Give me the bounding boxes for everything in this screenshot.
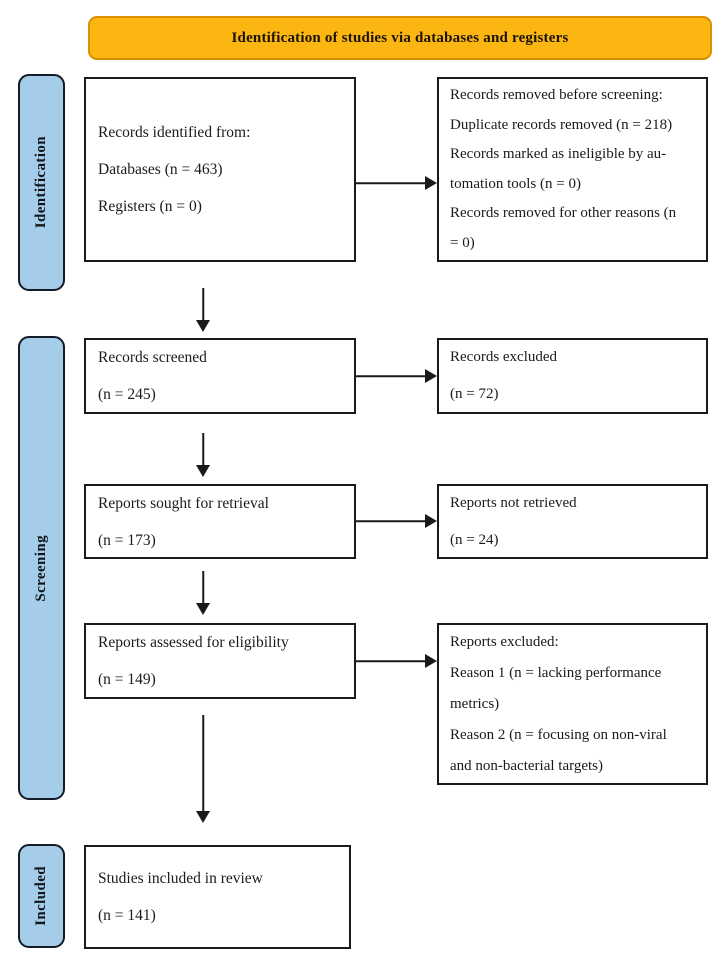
arrow-shaft bbox=[356, 660, 426, 662]
diagram-header-banner: Identification of studies via databases … bbox=[88, 16, 712, 60]
arrow-shaft bbox=[356, 182, 426, 184]
arrow-shaft bbox=[202, 433, 204, 466]
box-line: (n = 149) bbox=[98, 671, 156, 688]
box-line: (n = 141) bbox=[98, 907, 156, 924]
stage-identification-label: Identification bbox=[33, 136, 49, 229]
stage-screening: Screening bbox=[18, 336, 65, 800]
stage-identification: Identification bbox=[18, 74, 65, 291]
box-line: Registers (n = 0) bbox=[98, 198, 202, 215]
box-records-removed: Records removed before screening: Duplic… bbox=[437, 77, 708, 262]
box-line: (n = 173) bbox=[98, 531, 156, 549]
diagram-title: Identification of studies via databases … bbox=[231, 29, 569, 46]
box-line: Records removed before screening: bbox=[450, 87, 663, 103]
box-reports-excluded: Reports excluded: Reason 1 (n = lacking … bbox=[437, 623, 708, 785]
box-studies-included: Studies included in review (n = 141) bbox=[84, 845, 351, 949]
box-line: = 0) bbox=[450, 234, 475, 251]
arrow-shaft bbox=[356, 375, 426, 377]
box-reports-assessed: Reports assessed for eligibility (n = 14… bbox=[84, 623, 356, 699]
box-line: Reports excluded: bbox=[450, 633, 559, 650]
box-line: and non-bacterial targets) bbox=[450, 757, 603, 774]
box-line: Reason 1 (n = lacking performance bbox=[450, 664, 662, 681]
stage-included: Included bbox=[18, 844, 65, 948]
box-line: tomation tools (n = 0) bbox=[450, 175, 581, 192]
arrow-right-icon bbox=[425, 514, 437, 528]
arrow-down-icon bbox=[196, 603, 210, 615]
stage-included-label: Included bbox=[33, 866, 49, 926]
arrow-down-icon bbox=[196, 465, 210, 477]
arrow-shaft bbox=[202, 288, 204, 321]
box-line: Databases (n = 463) bbox=[98, 161, 223, 178]
arrow-assessed-to-reports-excluded bbox=[356, 654, 437, 668]
box-line: (n = 72) bbox=[450, 386, 499, 402]
box-line: (n = 24) bbox=[450, 531, 499, 548]
arrow-down-icon bbox=[196, 811, 210, 823]
box-line: Records marked as ineligible by au- bbox=[450, 146, 667, 162]
arrow-screened-to-excluded bbox=[356, 369, 437, 383]
box-line: Records identified from: bbox=[98, 124, 251, 141]
arrow-identified-to-screened bbox=[196, 288, 210, 332]
arrow-shaft bbox=[202, 571, 204, 604]
arrow-down-icon bbox=[196, 320, 210, 332]
box-line: Records removed for other reasons (n bbox=[450, 205, 677, 221]
box-line: Records screened bbox=[98, 349, 207, 366]
box-line: Reports sought for retrieval bbox=[98, 494, 269, 512]
box-line: (n = 245) bbox=[98, 386, 156, 403]
box-line: metrics) bbox=[450, 695, 500, 712]
arrow-screened-to-sought bbox=[196, 433, 210, 477]
box-records-identified: Records identified from: Databases (n = … bbox=[84, 77, 356, 262]
box-line: Reason 2 (n = focusing on non-viral bbox=[450, 726, 667, 743]
arrow-sought-to-assessed bbox=[196, 571, 210, 615]
box-records-screened: Records screened (n = 245) bbox=[84, 338, 356, 414]
arrow-right-icon bbox=[425, 654, 437, 668]
arrow-identified-to-removed bbox=[356, 176, 437, 190]
box-reports-sought: Reports sought for retrieval (n = 173) bbox=[84, 484, 356, 559]
box-line: Studies included in review bbox=[98, 870, 263, 887]
box-line: Reports not retrieved bbox=[450, 494, 577, 511]
arrow-right-icon bbox=[425, 369, 437, 383]
stage-screening-label: Screening bbox=[33, 534, 49, 602]
box-records-excluded: Records excluded (n = 72) bbox=[437, 338, 708, 414]
arrow-sought-to-not-retrieved bbox=[356, 514, 437, 528]
arrow-shaft bbox=[202, 715, 204, 812]
box-line: Duplicate records removed (n = 218) bbox=[450, 116, 673, 133]
arrow-shaft bbox=[356, 520, 426, 522]
box-line: Reports assessed for eligibility bbox=[98, 634, 289, 651]
box-line: Records excluded bbox=[450, 349, 558, 365]
arrow-assessed-to-included bbox=[196, 715, 210, 823]
box-reports-not-retrieved: Reports not retrieved (n = 24) bbox=[437, 484, 708, 559]
arrow-right-icon bbox=[425, 176, 437, 190]
